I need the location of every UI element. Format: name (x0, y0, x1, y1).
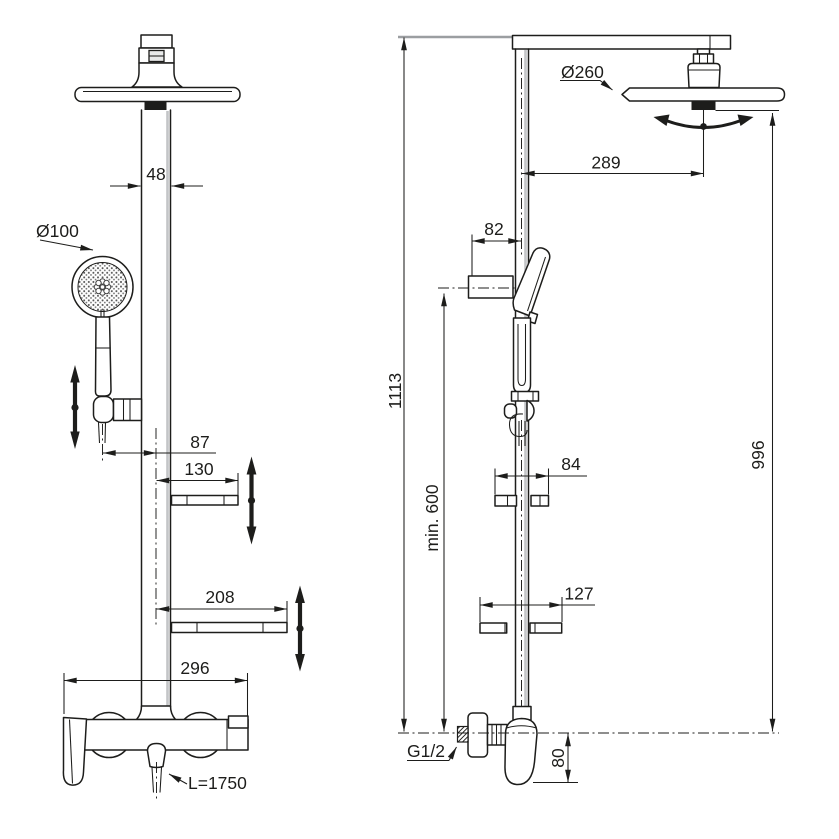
dim-column-height: 996 (715, 109, 779, 732)
mixer-lever-side (504, 717, 538, 786)
dim-upper-shelf-front: 130 (156, 459, 239, 495)
threaded-connector (486, 723, 508, 746)
mixer-front (62, 705, 249, 801)
dim-label-87: 87 (190, 432, 209, 452)
dim-label-g12: G1/2 (407, 741, 445, 761)
overhead-shower-front (74, 86, 241, 110)
dim-head-offset: 289 (521, 153, 704, 177)
dim-label-min600: min. 600 (422, 484, 442, 551)
swivel-arrow (653, 110, 754, 177)
holder-bracket-front (112, 398, 143, 422)
dim-label-84: 84 (561, 454, 581, 474)
height-adjust-arrow-lower-shelf (295, 585, 305, 672)
column-base-flange (135, 705, 177, 721)
dim-label-hand-diameter: Ø100 (36, 221, 79, 241)
overhead-shower-side (621, 48, 786, 110)
hand-shower-handle (94, 316, 112, 397)
height-adjust-arrow-upper-shelf (246, 456, 257, 545)
dim-lower-shelf-side: 127 (479, 584, 595, 622)
wall-bracket-side (467, 275, 514, 299)
dim-label-82: 82 (484, 219, 503, 239)
disc-outlet-side (691, 101, 716, 110)
dim-upper-shelf-side: 84 (494, 454, 587, 495)
wall-flange-side (467, 712, 489, 758)
mixer-body (83, 718, 249, 751)
upper-shelf-side (494, 494, 550, 507)
dim-label-130: 130 (184, 459, 213, 479)
dim-label-48: 48 (146, 164, 165, 184)
dim-label-289: 289 (591, 153, 620, 173)
top-arm-side (511, 34, 732, 50)
dim-holder-offset-side: 82 (471, 219, 522, 276)
spray-center-flower (93, 278, 112, 296)
mixer-lever-front (62, 716, 88, 786)
leader-head-shower (560, 79, 613, 91)
inlet-nipple (456, 725, 469, 743)
height-adjust-arrow-hand-shower (70, 365, 80, 449)
dim-label-1113: 1113 (385, 373, 405, 409)
lower-shelf-front (170, 621, 288, 634)
handle-elbow (92, 395, 115, 424)
mixer-side (456, 705, 538, 786)
dim-total-height: 1113 (385, 37, 407, 732)
dim-label-hose-length: L=1750 (188, 773, 247, 793)
diverter-knob (227, 715, 249, 729)
dim-hose-length: L=1750 (168, 773, 247, 793)
dim-head-diameter: Ø260 (560, 62, 613, 91)
hand-shower-front: Ø100 (36, 221, 143, 463)
dim-inlet-connection: G1/2 (407, 741, 457, 762)
ball-joint-nut (692, 53, 715, 65)
holder-knob-left (503, 403, 518, 419)
dim-min-mount-height: min. 600 (422, 293, 447, 732)
hand-shower-side (503, 247, 551, 446)
hand-shower-head-side (512, 247, 551, 317)
head-cone (687, 62, 721, 89)
dim-pipe-width: 48 (110, 164, 203, 189)
hand-shower-handle-side (512, 317, 532, 394)
front-view: 48 Ø100 (36, 34, 305, 801)
dim-label-80: 80 (548, 748, 568, 768)
leader-inlet (447, 746, 457, 761)
dim-holder-offset-front: 87 (102, 432, 216, 456)
dim-lever-height: 80 (533, 733, 578, 784)
holder-knob-side (526, 399, 535, 422)
dim-label-208: 208 (205, 587, 234, 607)
dim-label-head-diameter: Ø260 (561, 62, 604, 82)
ceiling-flange (140, 34, 173, 49)
upper-shelf-front (170, 494, 239, 506)
dim-label-127: 127 (564, 584, 593, 604)
dim-label-296: 296 (180, 658, 209, 678)
dim-lower-shelf-front: 208 (156, 587, 288, 622)
hose-outlet (146, 742, 167, 769)
mount-cone (131, 62, 183, 88)
head-disc-side (621, 87, 786, 102)
side-view: Ø260 289 82 (385, 34, 786, 786)
leader-hand-shower (39, 239, 94, 251)
dim-mixer-width: 296 (63, 658, 249, 718)
dim-label-996: 996 (748, 440, 768, 469)
shower-disc (74, 86, 241, 103)
leader-hose (168, 773, 188, 785)
ceiling-mount-front (131, 34, 183, 88)
lower-shelf-side (479, 622, 563, 634)
holder-cap (510, 390, 540, 402)
disc-outlet (144, 101, 167, 110)
